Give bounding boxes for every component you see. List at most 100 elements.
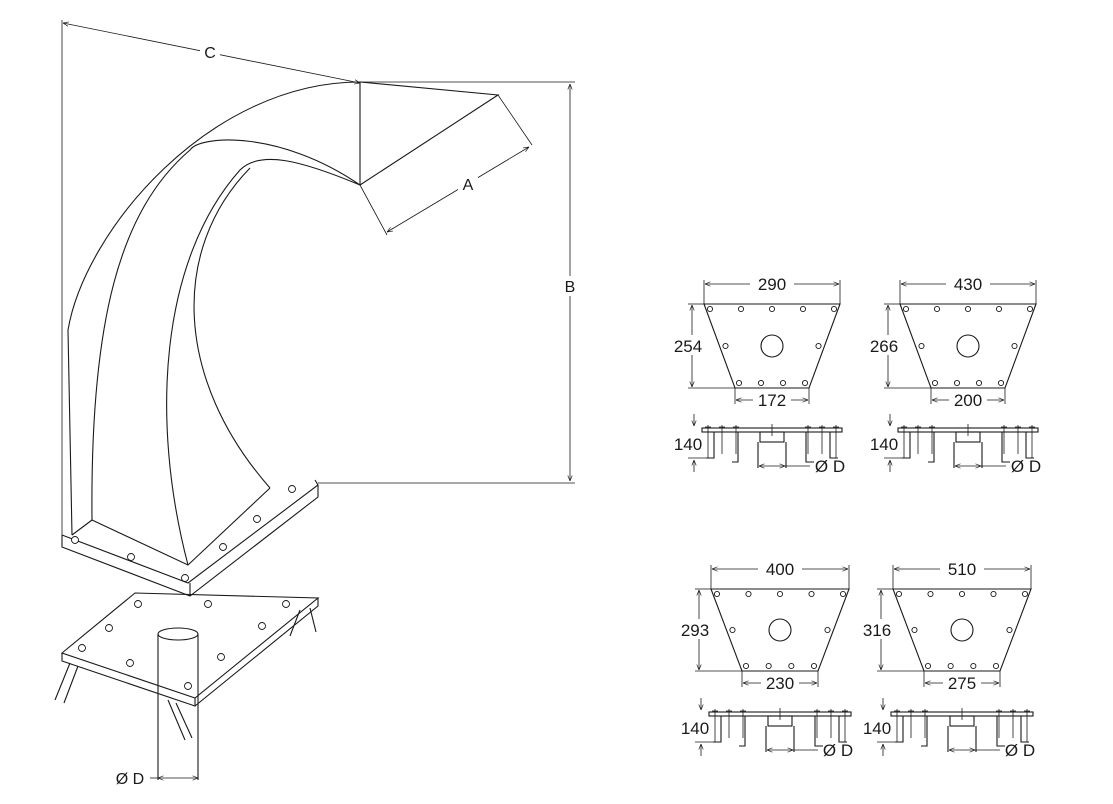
leg xyxy=(996,716,1005,747)
bolt-hole xyxy=(815,342,822,350)
leg xyxy=(1025,432,1034,459)
stand-height-label: 140 xyxy=(863,719,891,738)
pipe-diameter-label: Ø D xyxy=(823,741,853,760)
dimension-c-label: C xyxy=(204,45,216,62)
leg xyxy=(1020,716,1029,743)
bolt-hole xyxy=(706,305,714,313)
plate-view-4: 510 316 275 Ø D 140 xyxy=(861,558,1035,760)
pipe-hole xyxy=(950,618,974,642)
bottom-width-label: 172 xyxy=(758,391,786,410)
bolt-hole xyxy=(757,379,765,387)
stand-height-label: 140 xyxy=(674,435,702,454)
bolt-hole xyxy=(918,342,925,350)
pipe xyxy=(765,726,795,752)
bolt-hole xyxy=(737,305,745,313)
bottom-width-label: 230 xyxy=(766,674,794,693)
dimension-b-label: B xyxy=(565,279,576,296)
leg xyxy=(895,716,904,743)
dimension-b: B xyxy=(318,81,579,484)
spout-body xyxy=(67,81,500,566)
dimension-d: Ø D xyxy=(116,771,198,788)
plate-view-1: 290 254 172 Ø D 140 xyxy=(672,273,845,476)
top-width-label: 400 xyxy=(766,560,794,579)
bolt-hole xyxy=(722,342,729,350)
bolt-hole xyxy=(927,590,934,598)
height-label: 293 xyxy=(681,621,709,640)
top-width-label: 290 xyxy=(758,275,786,294)
bolt-hole xyxy=(997,379,1005,387)
height-label: 266 xyxy=(870,337,898,356)
bottom-width-label: 200 xyxy=(954,391,982,410)
leg xyxy=(928,432,935,463)
bolt-hole xyxy=(779,379,787,387)
bolt-hole xyxy=(970,662,977,670)
pipe-hole xyxy=(760,334,784,358)
leg xyxy=(921,716,928,747)
bolt-hole xyxy=(990,590,997,598)
pipe xyxy=(947,726,977,752)
bolt-hole xyxy=(742,662,750,670)
bolt-hole xyxy=(801,379,809,387)
pipe xyxy=(953,442,983,468)
bolt-hole xyxy=(1006,626,1013,634)
stand-height-label: 140 xyxy=(681,719,709,738)
bolt-hole xyxy=(788,662,795,670)
plate-view-2: 430 266 200 Ø D 140 xyxy=(868,273,1041,476)
bolt-hole xyxy=(947,662,954,670)
dimension-d-label: Ø D xyxy=(116,771,144,788)
height-label: 316 xyxy=(863,621,891,640)
bolt-hole xyxy=(713,590,721,598)
bolt-hole xyxy=(810,662,818,670)
waterfall-spout-view: A B C Ø D xyxy=(54,20,579,788)
bolt-hole xyxy=(958,590,966,598)
bolt-hole xyxy=(830,305,838,313)
top-width-label: 510 xyxy=(948,560,976,579)
bolt-hole xyxy=(745,590,752,598)
pipe xyxy=(757,442,787,468)
leg xyxy=(902,432,911,459)
leg xyxy=(732,432,739,463)
bolt-hole xyxy=(1026,305,1034,313)
bolt-hole xyxy=(902,305,910,313)
leg xyxy=(805,432,814,463)
bolt-hole xyxy=(895,590,903,598)
top-width-label: 430 xyxy=(954,275,982,294)
bolt-hole xyxy=(839,590,847,598)
leg xyxy=(713,716,722,743)
bolt-hole xyxy=(1011,342,1018,350)
stand-height-label: 140 xyxy=(870,435,898,454)
bolt-hole xyxy=(911,626,918,634)
bolt-hole xyxy=(729,626,736,634)
pipe-diameter-label: Ø D xyxy=(1005,741,1035,760)
bolt-hole xyxy=(992,662,1000,670)
dimension-a-label: A xyxy=(463,177,474,194)
bolt-hole xyxy=(768,305,776,313)
height-label: 254 xyxy=(674,337,702,356)
bolt-hole xyxy=(964,305,972,313)
bolt-hole xyxy=(975,379,983,387)
bolt-hole xyxy=(933,305,941,313)
bolt-hole xyxy=(931,379,939,387)
bolt-hole xyxy=(735,379,743,387)
pipe-hole xyxy=(768,618,792,642)
leg xyxy=(706,432,715,459)
bolt-hole xyxy=(824,626,831,634)
spout-base-plate xyxy=(61,479,319,597)
pipe-hole xyxy=(956,334,980,358)
bolt-hole xyxy=(799,305,807,313)
plate-view-3: 400 293 230 Ø D 140 xyxy=(679,558,853,760)
bolt-hole xyxy=(995,305,1003,313)
bolt-hole xyxy=(1021,590,1029,598)
dimension-c: C xyxy=(61,20,360,535)
bolt-hole xyxy=(808,590,815,598)
dimension-a: A xyxy=(359,94,533,236)
leg xyxy=(829,432,838,459)
pipe-diameter-label: Ø D xyxy=(815,457,845,476)
pipe-diameter-label: Ø D xyxy=(1011,457,1041,476)
leg xyxy=(1001,432,1010,463)
bolt-hole xyxy=(953,379,961,387)
bolt-hole xyxy=(924,662,932,670)
bottom-width-label: 275 xyxy=(948,674,976,693)
